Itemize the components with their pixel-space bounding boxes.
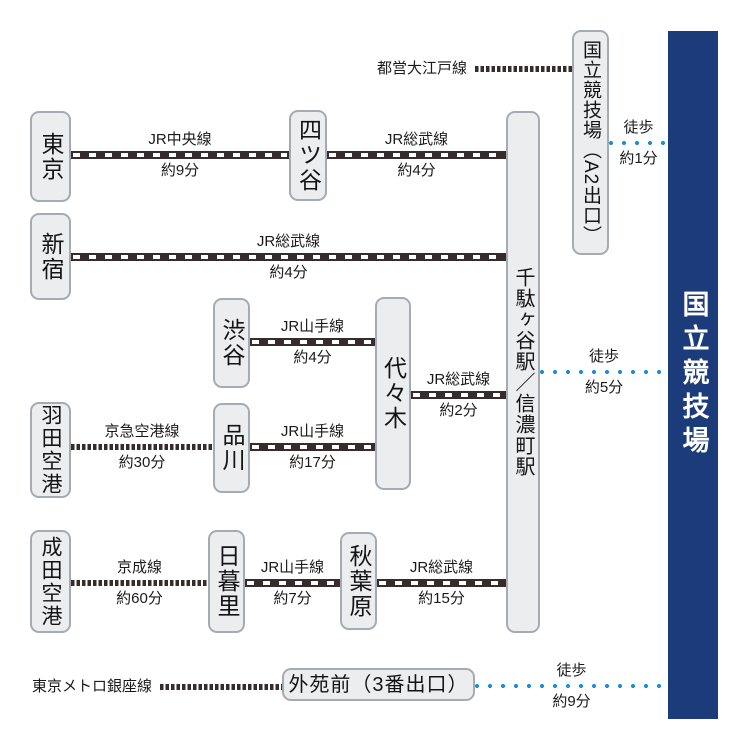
station-label-shinagawa: 品川 [219, 423, 245, 473]
route-line-ginza-gaienmae [160, 684, 282, 690]
line-name-label-akihabara-sendagaya: JR総武線 [409, 559, 474, 576]
travel-time-label-nippori-akihabara: 約7分 [273, 590, 312, 607]
station-shinagawa: 品川 [213, 403, 250, 493]
station-label-sendagaya: 千駄ヶ谷駅／信濃町駅 [512, 267, 534, 477]
travel-time-label-shinjuku-sendagaya: 約4分 [269, 264, 308, 281]
route-line-haneda-shinagawa [71, 444, 213, 450]
travel-time-label-haneda-shinagawa: 約30分 [118, 454, 166, 471]
line-name-label-nippori-akihabara: JR山手線 [260, 559, 325, 576]
line-name-label-ginza-gaienmae: 東京メトロ銀座線 [31, 678, 152, 695]
line-name-label-oedo-kokuritsu: 都営大江戸線 [376, 60, 467, 77]
travel-time-label-akihabara-sendagaya: 約15分 [418, 590, 465, 607]
travel-time-label-walk-gaienmae: 約9分 [552, 693, 591, 710]
line-name-label-yoyogi-sendagaya: JR総武線 [426, 371, 491, 388]
line-name-label-shinjuku-sendagaya: JR総武線 [256, 233, 321, 250]
travel-time-label-yotsuya-sendagaya: 約4分 [397, 162, 436, 179]
station-label-shinjuku: 新宿 [38, 231, 64, 282]
station-yotsuya: 四ツ谷 [289, 110, 327, 201]
station-label-gaienmae: 外苑前（3番出口） [288, 673, 469, 696]
station-yoyogi: 代々木 [375, 297, 411, 490]
line-name-label-tokyo-yotsuya: JR中央線 [148, 131, 212, 148]
destination-bar: 国立競技場 [668, 31, 718, 719]
route-line-yoyogi-sendagaya [411, 391, 506, 399]
station-label-kokuritsu-a2: 国立競技場（A2出口） [580, 39, 601, 246]
route-line-walk-sendagaya [540, 370, 668, 374]
station-label-akihabara: 秋葉原 [346, 543, 372, 619]
travel-time-label-shinagawa-yoyogi: 約17分 [289, 454, 336, 471]
destination-label: 国立競技場 [678, 290, 709, 460]
line-name-label-walk-sendagaya: 徒歩 [588, 348, 619, 365]
travel-time-label-tokyo-yotsuya: 約9分 [160, 162, 200, 179]
line-name-label-narita-nippori: 京成線 [116, 559, 162, 576]
line-name-label-yotsuya-sendagaya: JR総武線 [384, 131, 449, 148]
route-line-akihabara-sendagaya [377, 579, 506, 587]
route-line-tokyo-yotsuya [71, 151, 289, 159]
station-label-shibuya: 渋谷 [219, 318, 245, 368]
station-shinjuku: 新宿 [30, 213, 71, 300]
route-line-walk-gaienmae [475, 684, 668, 688]
station-kokuritsu-a2: 国立競技場（A2出口） [572, 30, 609, 255]
station-label-yoyogi: 代々木 [380, 356, 407, 431]
route-line-yotsuya-sendagaya [327, 151, 506, 159]
route-line-narita-nippori [71, 580, 208, 586]
station-shibuya: 渋谷 [213, 298, 250, 388]
line-name-label-haneda-shinagawa: 京急空港線 [104, 423, 180, 440]
route-line-oedo-kokuritsu [475, 66, 572, 72]
route-line-shinagawa-yoyogi [250, 443, 375, 451]
station-label-nippori: 日暮里 [214, 544, 240, 619]
station-haneda: 羽田空港 [30, 402, 71, 498]
travel-time-label-shibuya-yoyogi: 約4分 [293, 349, 332, 366]
station-nippori: 日暮里 [208, 530, 245, 633]
station-akihabara: 秋葉原 [340, 532, 377, 630]
station-narita: 成田空港 [30, 530, 71, 633]
travel-time-label-walk-sendagaya: 約5分 [584, 379, 624, 396]
line-name-label-shibuya-yoyogi: JR山手線 [280, 318, 345, 335]
travel-time-label-narita-nippori: 約60分 [116, 590, 163, 607]
station-label-narita: 成田空港 [39, 535, 62, 628]
station-label-yotsuya: 四ツ谷 [295, 118, 322, 193]
route-line-shinjuku-sendagaya [71, 253, 506, 261]
route-line-walk-a2 [609, 141, 668, 145]
route-line-shibuya-yoyogi [250, 338, 375, 346]
station-sendagaya: 千駄ヶ谷駅／信濃町駅 [506, 111, 540, 633]
travel-time-label-yoyogi-sendagaya: 約2分 [439, 402, 478, 419]
travel-time-label-walk-a2: 約1分 [619, 150, 658, 167]
line-name-label-walk-gaienmae: 徒歩 [556, 662, 587, 679]
station-label-haneda: 羽田空港 [39, 404, 62, 496]
line-name-label-walk-a2: 徒歩 [623, 119, 654, 136]
line-name-label-shinagawa-yoyogi: JR山手線 [280, 423, 345, 440]
station-tokyo: 東京 [30, 111, 71, 202]
route-line-nippori-akihabara [245, 579, 340, 587]
station-label-tokyo: 東京 [38, 131, 64, 182]
station-gaienmae: 外苑前（3番出口） [282, 668, 475, 701]
